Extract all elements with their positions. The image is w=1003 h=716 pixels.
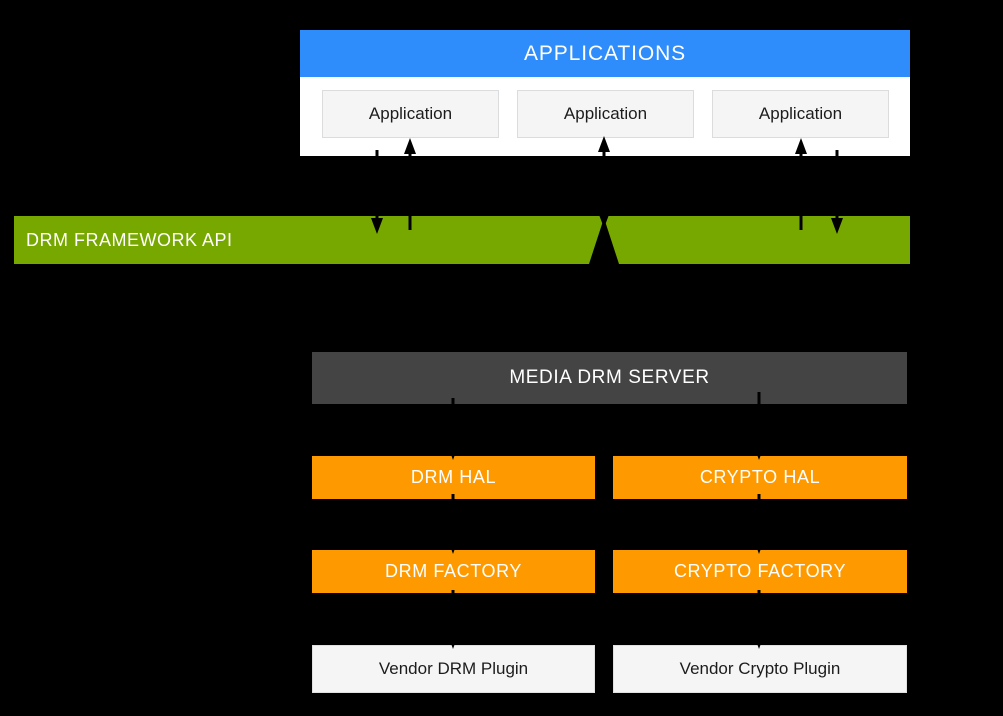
connector-crypto-hal-to-crypto-factory xyxy=(754,494,764,554)
connector-drm-hal-to-drm-factory xyxy=(448,494,458,554)
applications-header: APPLICATIONS xyxy=(300,30,910,77)
application-box-1: Application xyxy=(322,90,499,138)
crypto-hal-box: CRYPTO HAL xyxy=(613,456,907,499)
connector-server-to-drm-hal xyxy=(448,398,458,460)
drm-framework-api-band xyxy=(14,216,910,264)
connector-crypto-factory-to-vendor-plugin xyxy=(754,590,764,649)
drm-framework-api-label: DRM FRAMEWORK API xyxy=(26,229,233,250)
vendor-crypto-plugin-box: Vendor Crypto Plugin xyxy=(613,645,907,693)
drm-factory-box: DRM FACTORY xyxy=(312,550,595,593)
application-box-2: Application xyxy=(517,90,694,138)
application-box-3: Application xyxy=(712,90,889,138)
connector-drm-factory-to-vendor-plugin xyxy=(448,590,458,649)
media-drm-server-box: MEDIA DRM SERVER xyxy=(312,352,907,404)
crypto-factory-box: CRYPTO FACTORY xyxy=(613,550,907,593)
drm-hal-box: DRM HAL xyxy=(312,456,595,499)
vendor-drm-plugin-box: Vendor DRM Plugin xyxy=(312,645,595,693)
